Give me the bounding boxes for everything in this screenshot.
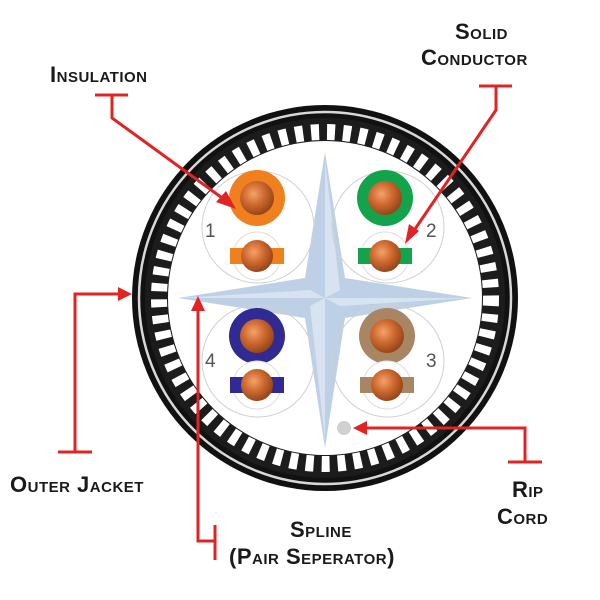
spline-label-line2: (Pair Seperator) — [229, 544, 395, 569]
solid-conductor-label-line1: Solid — [455, 19, 509, 44]
insulation-arrow — [216, 191, 236, 209]
jacket-highlight-ring — [137, 110, 513, 486]
leader-lines — [58, 84, 542, 560]
rip-cord-label-line2: Cord — [497, 504, 549, 529]
spline-arrow — [191, 296, 205, 311]
rip-cord-label-line1: Rip — [512, 477, 544, 502]
pair-4-outline — [201, 304, 315, 418]
spline-label-line1: Spline — [290, 517, 352, 542]
rip-cord-leader — [365, 426, 542, 464]
pair-2-solid-conductor — [368, 181, 402, 215]
pair-1-stripe-conductor — [241, 240, 273, 272]
pair-3-solid-conductor — [370, 319, 404, 353]
leader-arrows — [118, 191, 419, 435]
pair-1-number: 1 — [205, 221, 216, 242]
pair-3: 3 — [359, 308, 437, 410]
pair-4-number: 4 — [205, 351, 216, 372]
solid-conductor-label-line2: Conductor — [421, 45, 528, 70]
pair-4: 4 — [205, 308, 285, 410]
pair-2: 2 — [357, 170, 437, 281]
shield-dashes — [151, 124, 499, 472]
outer-jacket-arrow — [118, 287, 132, 301]
insulation-label: Insulation — [50, 62, 148, 87]
solid-conductor-leader — [411, 84, 512, 233]
rip-cord-strand — [337, 421, 351, 435]
pair-2-number: 2 — [426, 221, 437, 242]
insulation-leader — [95, 93, 226, 202]
pair-3-outline — [331, 304, 445, 418]
spline-highlight — [180, 160, 470, 440]
pair-4-solid-conductor — [240, 319, 274, 353]
pair-3-number: 3 — [426, 351, 437, 372]
rip-cord-arrow — [353, 421, 367, 435]
solid-conductor-arrow — [405, 224, 419, 244]
pair-1: 1 — [205, 170, 285, 281]
spline-leader — [196, 308, 217, 560]
pair-2-stripe-conductor — [369, 240, 401, 272]
pair-4-stripe-conductor — [241, 369, 273, 401]
pair-3-stripe-conductor — [371, 369, 403, 401]
pair-1-solid-conductor — [240, 181, 274, 215]
outer-jacket-leader — [58, 292, 120, 454]
outer-jacket-label: Outer Jacket — [10, 472, 144, 497]
